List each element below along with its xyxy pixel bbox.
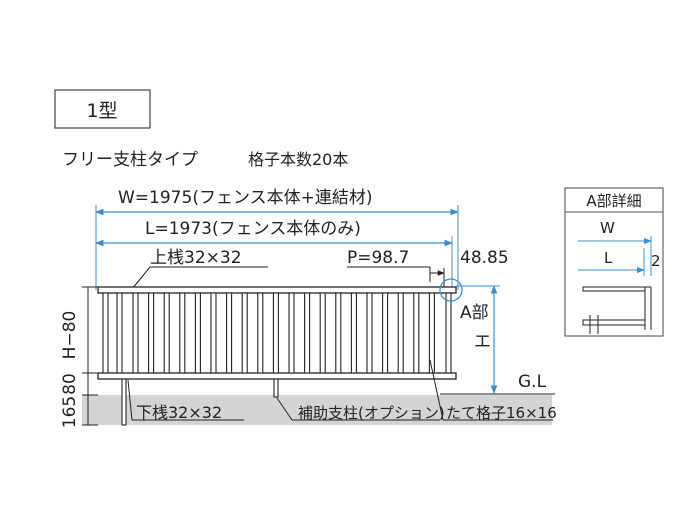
aux-post-leader-arm bbox=[276, 397, 293, 421]
top-rail-label: 上桟32×32 bbox=[150, 248, 242, 268]
vertical-bar bbox=[288, 292, 295, 374]
vertical-bar bbox=[366, 292, 373, 374]
vertical-bar bbox=[382, 292, 389, 374]
vertical-bar bbox=[163, 292, 170, 374]
detail-top-rail bbox=[582, 286, 646, 292]
vertical-bar-leader-arm bbox=[429, 359, 444, 421]
detail-title: A部詳細 bbox=[586, 192, 641, 210]
right-end-post bbox=[445, 292, 452, 374]
vertical-bar bbox=[132, 292, 139, 374]
dim-165-label: 165 bbox=[60, 396, 80, 428]
type-label: 1型 bbox=[86, 100, 117, 122]
grid-count: 格子本数20本 bbox=[248, 150, 348, 169]
left-end-post bbox=[102, 292, 109, 374]
vertical-bar bbox=[194, 292, 201, 374]
top-rail-leader-arm bbox=[131, 266, 151, 290]
detail-frame bbox=[564, 187, 664, 337]
dim-80-label: 80 bbox=[60, 373, 80, 395]
a-part-symbol: エ bbox=[474, 332, 491, 352]
subtitle: フリー支柱タイプ bbox=[62, 150, 198, 170]
vertical-bars bbox=[132, 292, 452, 374]
bottom-rail bbox=[97, 372, 457, 380]
ground-line-label: G.L bbox=[518, 372, 547, 392]
vertical-bar bbox=[319, 292, 326, 374]
vertical-bar bbox=[210, 292, 217, 374]
bottom-rail-label: 下桟32×32 bbox=[136, 403, 222, 422]
vertical-bar bbox=[272, 292, 279, 374]
type-box bbox=[54, 89, 151, 129]
h-minus-80-label: H−80 bbox=[60, 311, 80, 360]
end-offset-label: 48.85 bbox=[460, 248, 509, 268]
vertical-bar bbox=[179, 292, 186, 374]
vertical-bar bbox=[350, 292, 357, 374]
vertical-bar bbox=[428, 292, 435, 374]
a-part-detail: A部詳細 W L 2 bbox=[564, 187, 664, 337]
l-total-label: L=1973(フェンス本体のみ) bbox=[145, 219, 361, 239]
vertical-bar bbox=[257, 292, 264, 374]
vertical-bar bbox=[397, 292, 404, 374]
detail-bottom-rail bbox=[582, 319, 646, 326]
a-part-label: A部 bbox=[460, 303, 489, 323]
detail-w-label: W bbox=[600, 219, 615, 237]
bottom-rail-leader-arm bbox=[127, 379, 133, 421]
top-rail bbox=[97, 286, 457, 294]
detail-gap-label: 2 bbox=[651, 252, 661, 270]
vertical-bar bbox=[226, 292, 233, 374]
vertical-bar bbox=[241, 292, 248, 374]
w-total-label: W=1975(フェンス本体+連結材) bbox=[118, 188, 373, 208]
left-post bbox=[116, 292, 123, 374]
vertical-bar bbox=[335, 292, 342, 374]
aux-post-label: 補助支柱(オプション) bbox=[298, 404, 445, 422]
vertical-bar-label: たて格子16×16 bbox=[446, 404, 557, 422]
fence-body bbox=[97, 286, 457, 426]
vertical-bar bbox=[304, 292, 311, 374]
pitch-label: P=98.7 bbox=[347, 248, 409, 268]
a-part-circle bbox=[439, 278, 463, 302]
vertical-bar bbox=[148, 292, 155, 374]
support-post-left bbox=[121, 378, 127, 426]
support-post-middle bbox=[273, 378, 279, 398]
vertical-bar bbox=[413, 292, 420, 374]
detail-l-label: L bbox=[604, 249, 613, 267]
